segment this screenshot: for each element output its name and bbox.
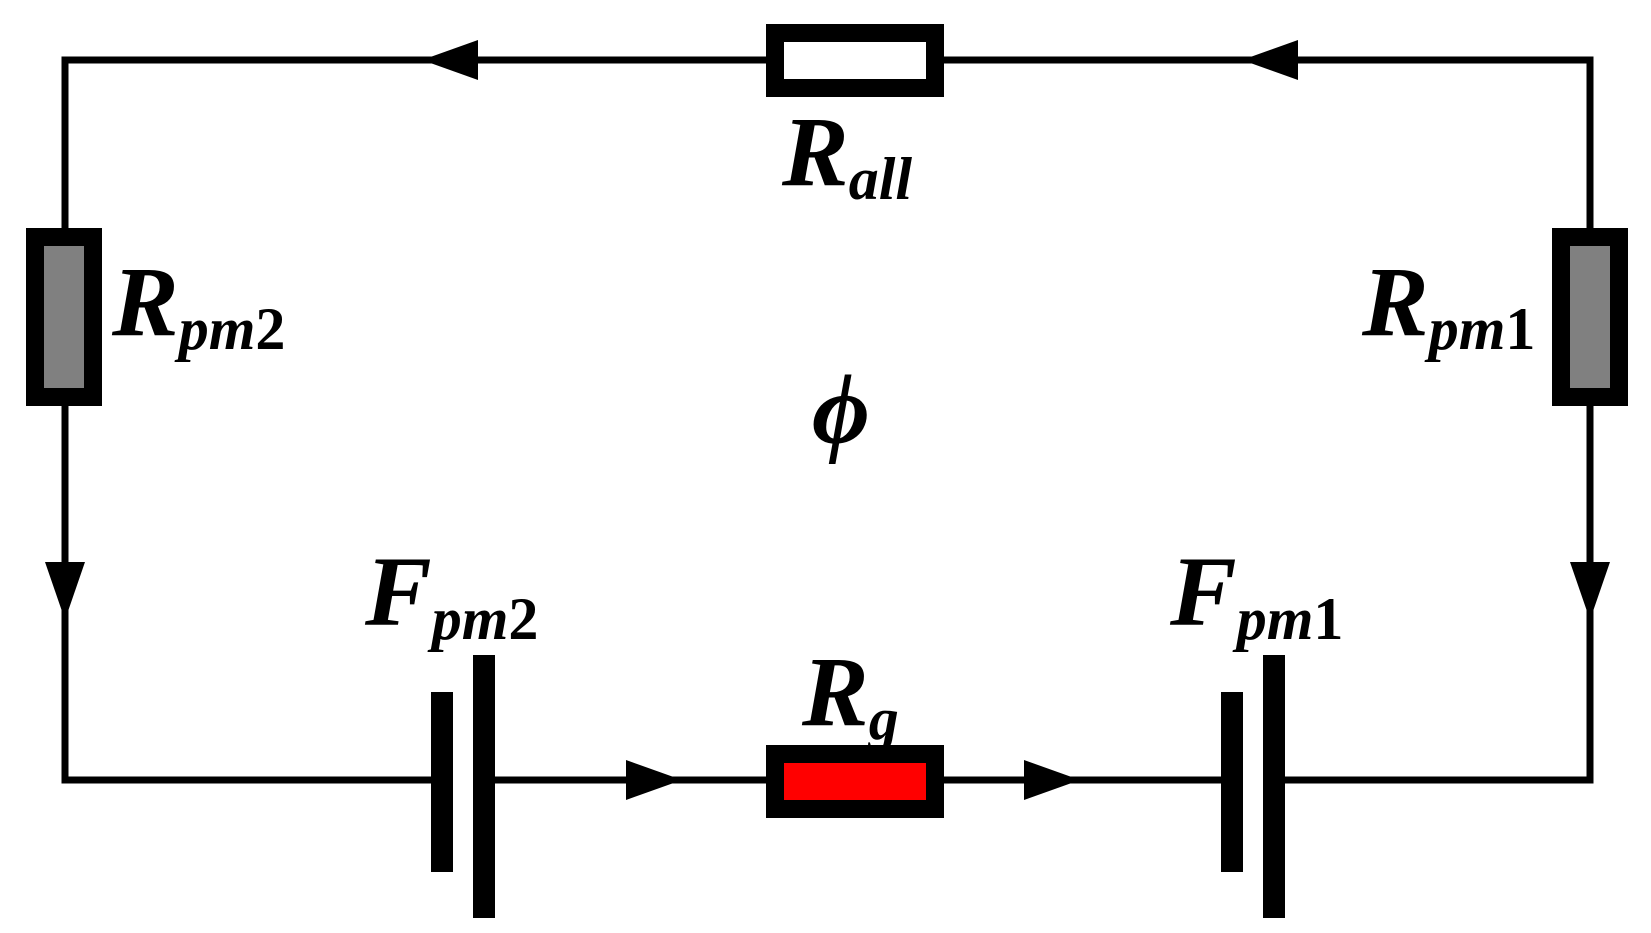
source-fpm2 (431, 655, 495, 918)
arrow-down-left-icon (45, 562, 85, 620)
resistor-pm2 (26, 228, 102, 406)
label-flux: ϕ (812, 354, 870, 465)
resistor-pm1-body (1570, 246, 1610, 388)
resistor-all (766, 24, 944, 97)
resistor-all-body (784, 42, 926, 79)
label-r-pm2: Rpm2 (111, 246, 285, 362)
resistor-pm2-body (44, 246, 84, 388)
source-fpm1-long-plate (1263, 655, 1285, 918)
arrow-right-top-icon (1242, 40, 1298, 80)
source-fpm1-short-plate (1221, 692, 1243, 872)
source-fpm2-long-plate (473, 655, 495, 918)
label-r-all: Rall (781, 96, 912, 212)
flux-arrows (45, 40, 1610, 800)
arrow-down-right-icon (1570, 562, 1610, 620)
arrow-right-bottom-right-icon (1024, 760, 1080, 800)
label-f-pm2: Fpm2 (364, 536, 538, 652)
resistor-gap-body (784, 763, 926, 800)
arrow-right-bottom-left-icon (626, 760, 682, 800)
label-r-g: Rg (801, 636, 899, 752)
label-f-pm1: Fpm1 (1169, 536, 1343, 652)
source-fpm1 (1221, 655, 1285, 918)
arrow-left-top-icon (422, 40, 478, 80)
resistor-gap (766, 745, 944, 818)
label-r-pm1: Rpm1 (1361, 246, 1535, 362)
source-fpm2-short-plate (431, 692, 453, 872)
resistor-pm1 (1552, 228, 1628, 406)
